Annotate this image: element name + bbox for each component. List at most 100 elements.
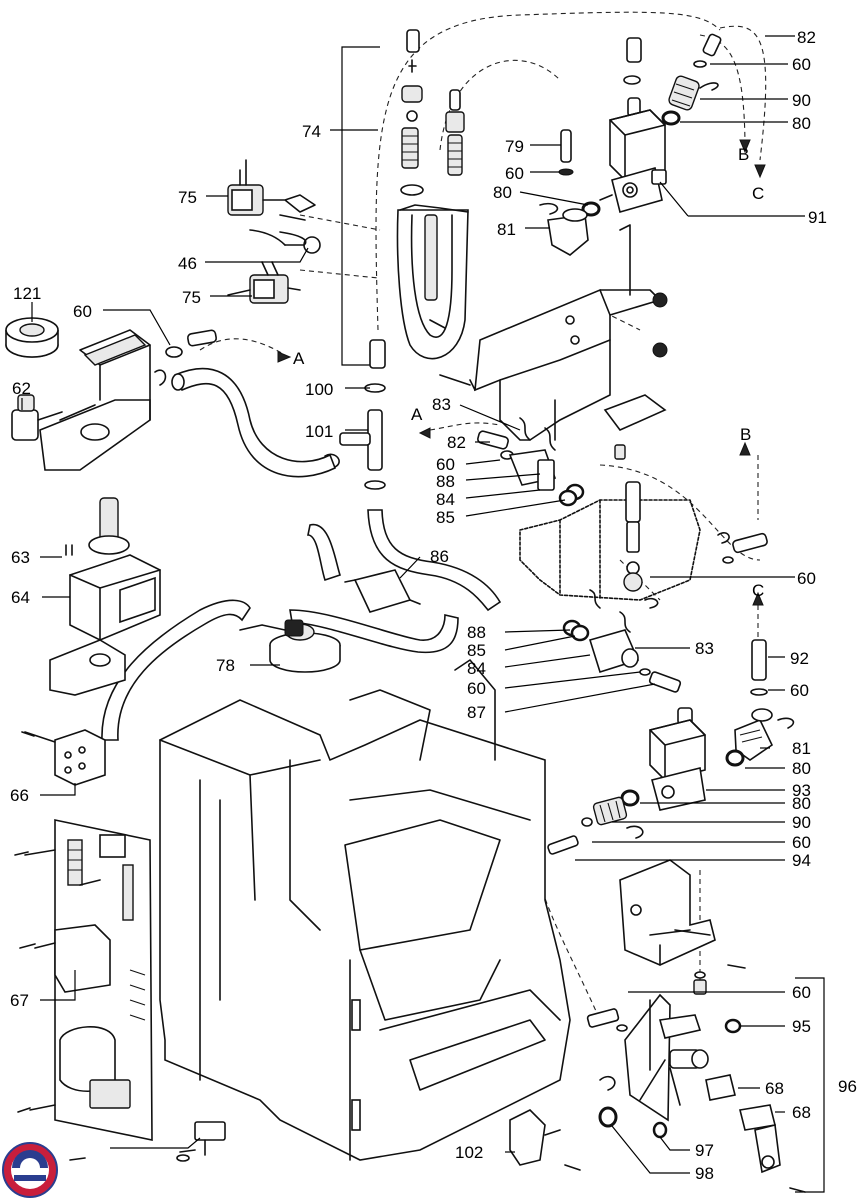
callout-80: 80 bbox=[792, 794, 811, 813]
callout-a: A bbox=[411, 405, 423, 424]
callout-121: 121 bbox=[13, 284, 41, 303]
callout-labels: 82 60 90 80 B C 91 74 79 60 80 81 75 46 … bbox=[10, 28, 857, 1183]
callout-82: 82 bbox=[447, 433, 466, 452]
hose-right-86 bbox=[307, 509, 502, 613]
callout-81: 81 bbox=[792, 739, 811, 758]
callout-a: A bbox=[293, 349, 305, 368]
callout-c: C bbox=[752, 184, 764, 203]
leader-lines bbox=[21, 35, 805, 1174]
callout-97: 97 bbox=[695, 1141, 714, 1160]
callout-64: 64 bbox=[11, 588, 30, 607]
callout-80: 80 bbox=[792, 759, 811, 778]
tube-92 bbox=[750, 639, 768, 696]
hose-long bbox=[101, 599, 459, 741]
callout-60: 60 bbox=[436, 455, 455, 474]
bracket-96 bbox=[795, 977, 825, 1193]
callout-79: 79 bbox=[505, 137, 524, 156]
callout-75: 75 bbox=[182, 288, 201, 307]
callout-85: 85 bbox=[467, 641, 486, 660]
callout-83: 83 bbox=[695, 639, 714, 658]
clip-60-left bbox=[154, 346, 183, 386]
pin-94 bbox=[547, 835, 579, 855]
pump-64 bbox=[49, 497, 161, 696]
callout-80: 80 bbox=[493, 183, 512, 202]
main-housing-frame bbox=[159, 659, 571, 1161]
callout-95: 95 bbox=[792, 1017, 811, 1036]
potentiometer-62 bbox=[11, 394, 63, 441]
callout-92: 92 bbox=[790, 649, 809, 668]
thermal-fuse-46 bbox=[249, 229, 321, 254]
fitting-cluster-lower bbox=[562, 589, 682, 693]
callout-46: 46 bbox=[178, 254, 197, 273]
callout-b: B bbox=[740, 425, 751, 444]
screws-left bbox=[14, 731, 86, 1161]
o-ring-80-top bbox=[661, 110, 681, 126]
callout-c: C bbox=[752, 581, 764, 600]
connector-90-top bbox=[668, 33, 722, 111]
callout-63: 63 bbox=[11, 548, 30, 567]
callout-86: 86 bbox=[430, 547, 449, 566]
bracket-66 bbox=[24, 729, 106, 786]
callout-101: 101 bbox=[305, 422, 333, 441]
callout-68: 68 bbox=[792, 1103, 811, 1122]
callout-83: 83 bbox=[432, 395, 451, 414]
flowmeter-78 bbox=[239, 619, 341, 673]
routing-arrows bbox=[277, 139, 766, 606]
callout-68: 68 bbox=[765, 1079, 784, 1098]
callout-96: 96 bbox=[838, 1077, 857, 1096]
mounting-bracket-right bbox=[619, 859, 746, 995]
callout-82: 82 bbox=[797, 28, 816, 47]
callout-74: 74 bbox=[302, 122, 321, 141]
connector-b-right bbox=[717, 532, 768, 564]
solenoid-valve-91 bbox=[599, 97, 667, 213]
callout-85: 85 bbox=[436, 508, 455, 527]
tee-fitting-101 bbox=[324, 383, 386, 490]
callout-80: 80 bbox=[792, 114, 811, 133]
callout-93: 93 bbox=[792, 781, 811, 800]
callout-60: 60 bbox=[797, 569, 816, 588]
fitting-cluster-mid bbox=[477, 417, 585, 507]
elbow-81-lower bbox=[725, 708, 795, 767]
callout-90: 90 bbox=[792, 813, 811, 832]
callout-67: 67 bbox=[10, 991, 29, 1010]
group-head-block bbox=[519, 481, 701, 609]
callout-81: 81 bbox=[497, 220, 516, 239]
hose-left bbox=[171, 367, 337, 478]
callout-60: 60 bbox=[792, 833, 811, 852]
switch-bottom bbox=[176, 1121, 226, 1162]
callout-84: 84 bbox=[467, 659, 486, 678]
clip-60-top bbox=[623, 75, 641, 85]
brand-logo bbox=[2, 1142, 58, 1198]
callout-60: 60 bbox=[467, 679, 486, 698]
solenoid-valve-93 bbox=[649, 707, 706, 811]
connector-90-lower bbox=[581, 789, 644, 839]
callout-60: 60 bbox=[790, 681, 809, 700]
callout-98: 98 bbox=[695, 1164, 714, 1183]
callout-91: 91 bbox=[808, 208, 827, 227]
thermostat-75-upper bbox=[227, 159, 316, 221]
heater-hose-assembly bbox=[369, 29, 642, 369]
callout-84: 84 bbox=[436, 490, 455, 509]
control-panel-bracket bbox=[39, 329, 151, 471]
callout-88: 88 bbox=[436, 472, 455, 491]
callout-66: 66 bbox=[10, 786, 29, 805]
callout-87: 87 bbox=[467, 703, 486, 722]
callout-60: 60 bbox=[792, 55, 811, 74]
callout-90: 90 bbox=[792, 91, 811, 110]
chassis-bracket bbox=[439, 224, 668, 460]
connector-a bbox=[187, 329, 217, 347]
pipe-79 bbox=[558, 129, 601, 217]
callout-b: B bbox=[738, 145, 749, 164]
callout-62: 62 bbox=[12, 379, 31, 398]
circuit-board-67 bbox=[24, 819, 153, 1141]
rotary-knob-121 bbox=[5, 317, 59, 358]
callout-88: 88 bbox=[467, 623, 486, 642]
callout-78: 78 bbox=[216, 656, 235, 675]
callout-60: 60 bbox=[73, 302, 92, 321]
callout-100: 100 bbox=[305, 380, 333, 399]
thermostat-75-lower bbox=[227, 261, 301, 304]
valve-assembly-96 bbox=[586, 993, 806, 1193]
elbow-connector-81-upper bbox=[539, 202, 589, 256]
bracket-74 bbox=[341, 46, 380, 366]
